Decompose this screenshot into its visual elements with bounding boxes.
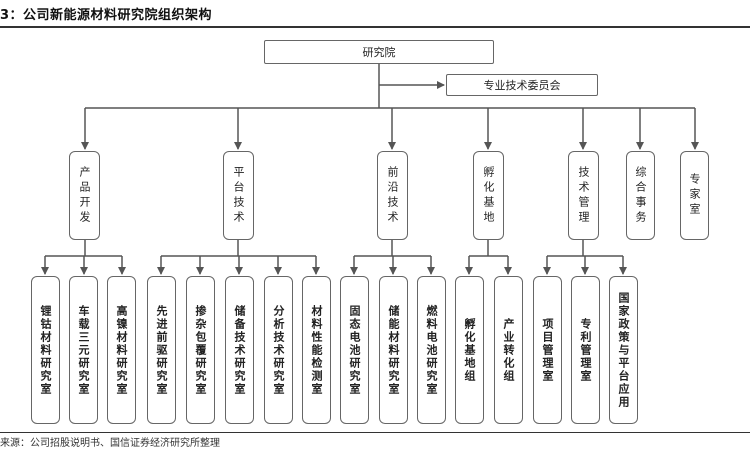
lab-label: 材料性能检测室 [310, 304, 323, 396]
lab-label: 项目管理室 [541, 317, 554, 383]
dept-label: 平台技术 [232, 165, 245, 226]
lab-label: 固态电池研究室 [348, 304, 361, 396]
lab-lico-materials: 锂钴材料研究室 [31, 276, 60, 424]
lab-high-nickel: 高镍材料研究室 [107, 276, 136, 424]
committee-label: 专业技术委员会 [483, 79, 561, 92]
lab-label: 高镍材料研究室 [115, 304, 128, 396]
dept-platform-tech: 平台技术 [223, 151, 254, 240]
lab-analysis-tech: 分析技术研究室 [264, 276, 293, 424]
lab-label: 燃料电池研究室 [425, 304, 438, 396]
lab-label: 国家政策与平台应用 [617, 291, 630, 409]
lab-advanced-precursor: 先进前驱研究室 [147, 276, 176, 424]
root-label: 研究院 [362, 46, 396, 59]
title-divider [0, 26, 750, 28]
lab-label: 储能材料研究室 [387, 304, 400, 396]
lab-label: 产业转化组 [502, 317, 515, 383]
dept-frontier-tech: 前沿技术 [377, 151, 408, 240]
lab-energy-storage: 储能材料研究室 [379, 276, 408, 424]
dept-tech-management: 技术管理 [568, 151, 599, 240]
lab-reserve-tech: 储备技术研究室 [225, 276, 254, 424]
committee-node: 专业技术委员会 [446, 74, 598, 96]
lab-vehicle-ternary: 车载三元研究室 [69, 276, 98, 424]
lab-label: 分析技术研究室 [272, 304, 285, 396]
office-policy-platform: 国家政策与平台应用 [609, 276, 638, 424]
lab-label: 掺杂包覆研究室 [194, 304, 207, 396]
dept-product-development: 产品开发 [69, 151, 100, 240]
dept-label: 前沿技术 [386, 165, 399, 226]
dept-label: 综合事务 [634, 165, 647, 226]
group-industrial-transfer: 产业转化组 [494, 276, 523, 424]
dept-incubation: 孵化基地 [473, 151, 504, 240]
figure-title: 3：公司新能源材料研究院组织架构 [0, 8, 213, 23]
office-project-management: 项目管理室 [533, 276, 562, 424]
office-patent-management: 专利管理室 [571, 276, 600, 424]
lab-label: 先进前驱研究室 [155, 304, 168, 396]
footer-divider [0, 432, 750, 433]
lab-fuel-cell: 燃料电池研究室 [417, 276, 446, 424]
dept-general-affairs: 综合事务 [626, 151, 655, 240]
root-node: 研究院 [264, 40, 494, 64]
lab-label: 锂钴材料研究室 [39, 304, 52, 396]
source-note: 来源：公司招股说明书、国信证券经济研究所整理 [0, 438, 220, 449]
lab-label: 孵化基地组 [463, 317, 476, 383]
lab-label: 储备技术研究室 [233, 304, 246, 396]
connector-lines [41, 64, 699, 275]
lab-solid-state-battery: 固态电池研究室 [340, 276, 369, 424]
dept-expert-office: 专家室 [680, 151, 709, 240]
dept-label: 孵化基地 [482, 165, 495, 226]
lab-doping-coating: 掺杂包覆研究室 [186, 276, 215, 424]
lab-label: 车载三元研究室 [77, 304, 90, 396]
lab-material-testing: 材料性能检测室 [302, 276, 331, 424]
dept-label: 专家室 [688, 173, 701, 218]
dept-label: 产品开发 [78, 165, 91, 226]
group-incubation-base: 孵化基地组 [455, 276, 484, 424]
lab-label: 专利管理室 [579, 317, 592, 383]
dept-label: 技术管理 [577, 165, 590, 226]
